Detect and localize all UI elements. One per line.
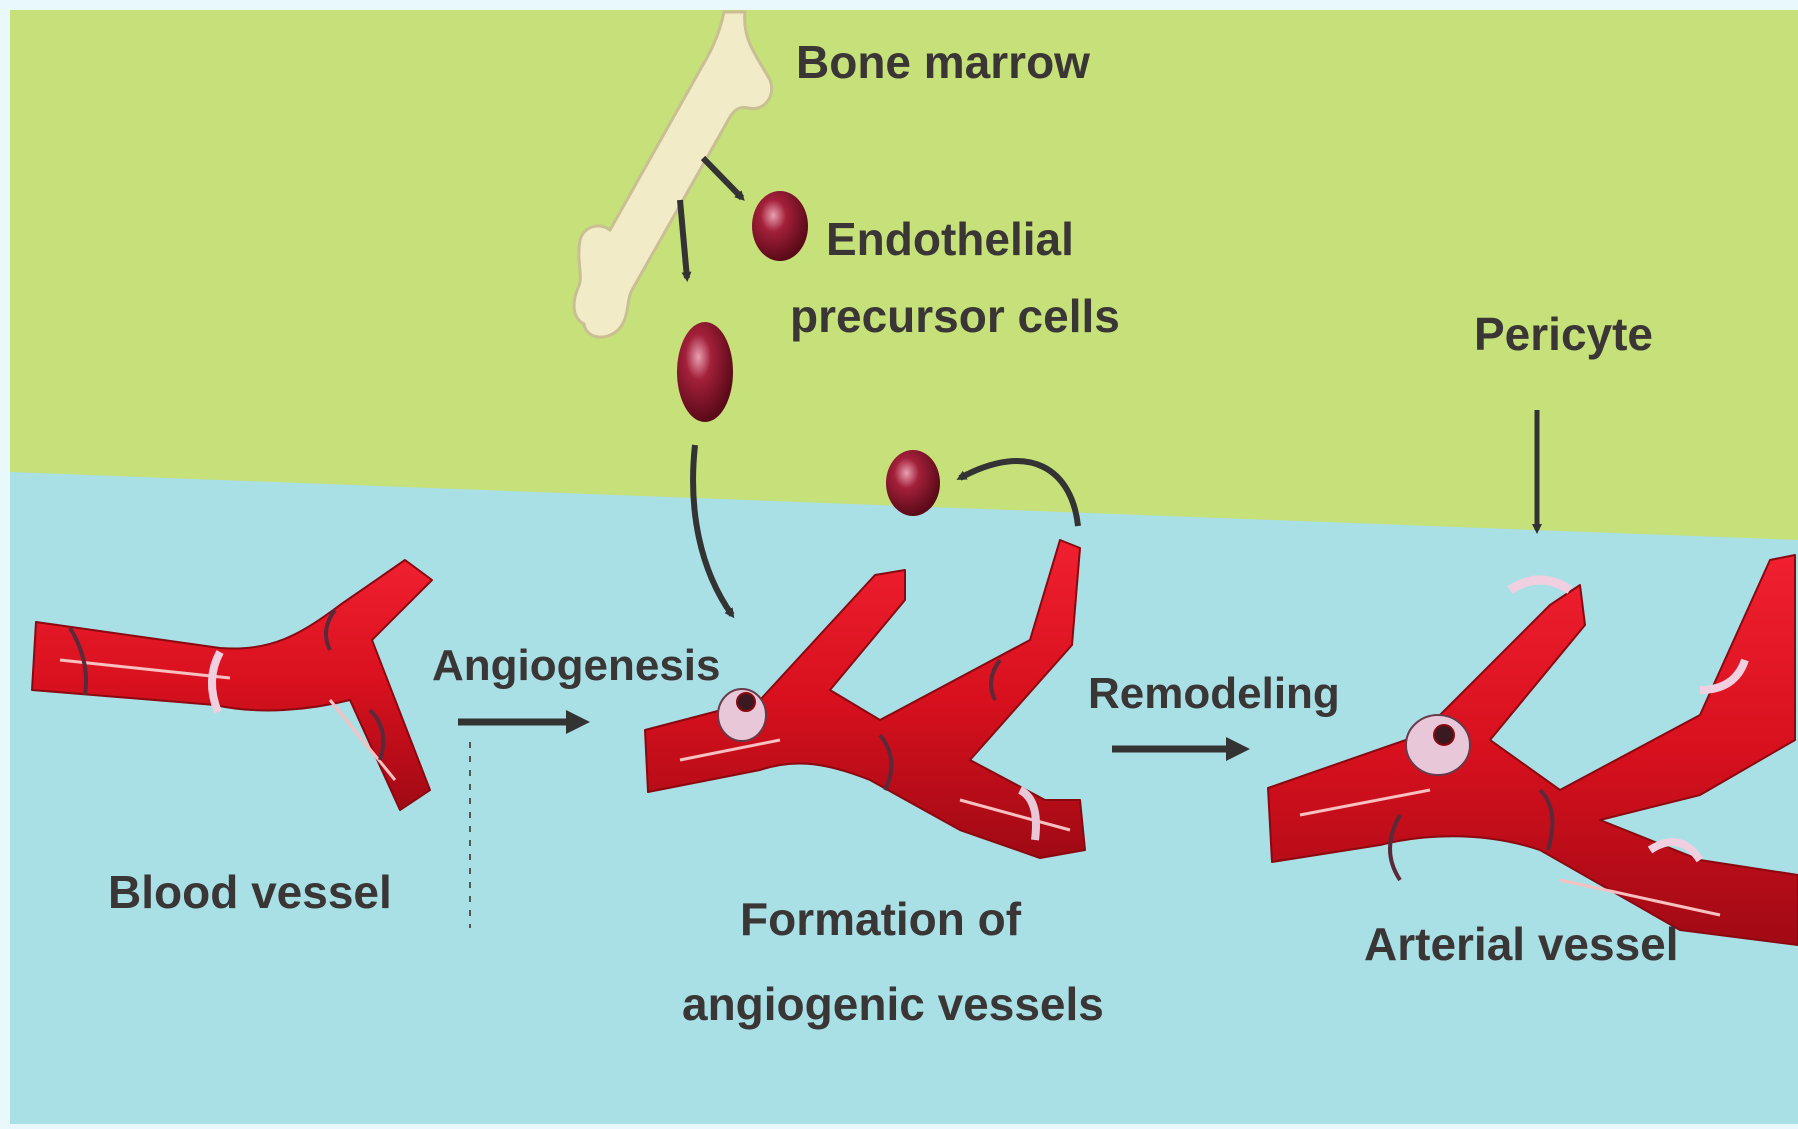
label-remodeling: Remodeling (1088, 669, 1340, 718)
label-formation-line1: Formation of (740, 893, 1022, 945)
label-blood-vessel: Blood vessel (108, 866, 392, 918)
label-endothelial-line1: Endothelial (826, 213, 1074, 265)
precursor-cell (752, 191, 808, 261)
label-endothelial-line2: precursor cells (790, 290, 1120, 342)
precursor-cell (886, 450, 940, 516)
label-arterial-vessel: Arterial vessel (1364, 918, 1679, 970)
label-bone-marrow: Bone marrow (796, 36, 1090, 88)
label-angiogenesis: Angiogenesis (432, 641, 721, 690)
label-pericyte: Pericyte (1474, 308, 1653, 360)
label-formation-line2: angiogenic vessels (682, 978, 1104, 1030)
precursor-cell (677, 322, 733, 422)
